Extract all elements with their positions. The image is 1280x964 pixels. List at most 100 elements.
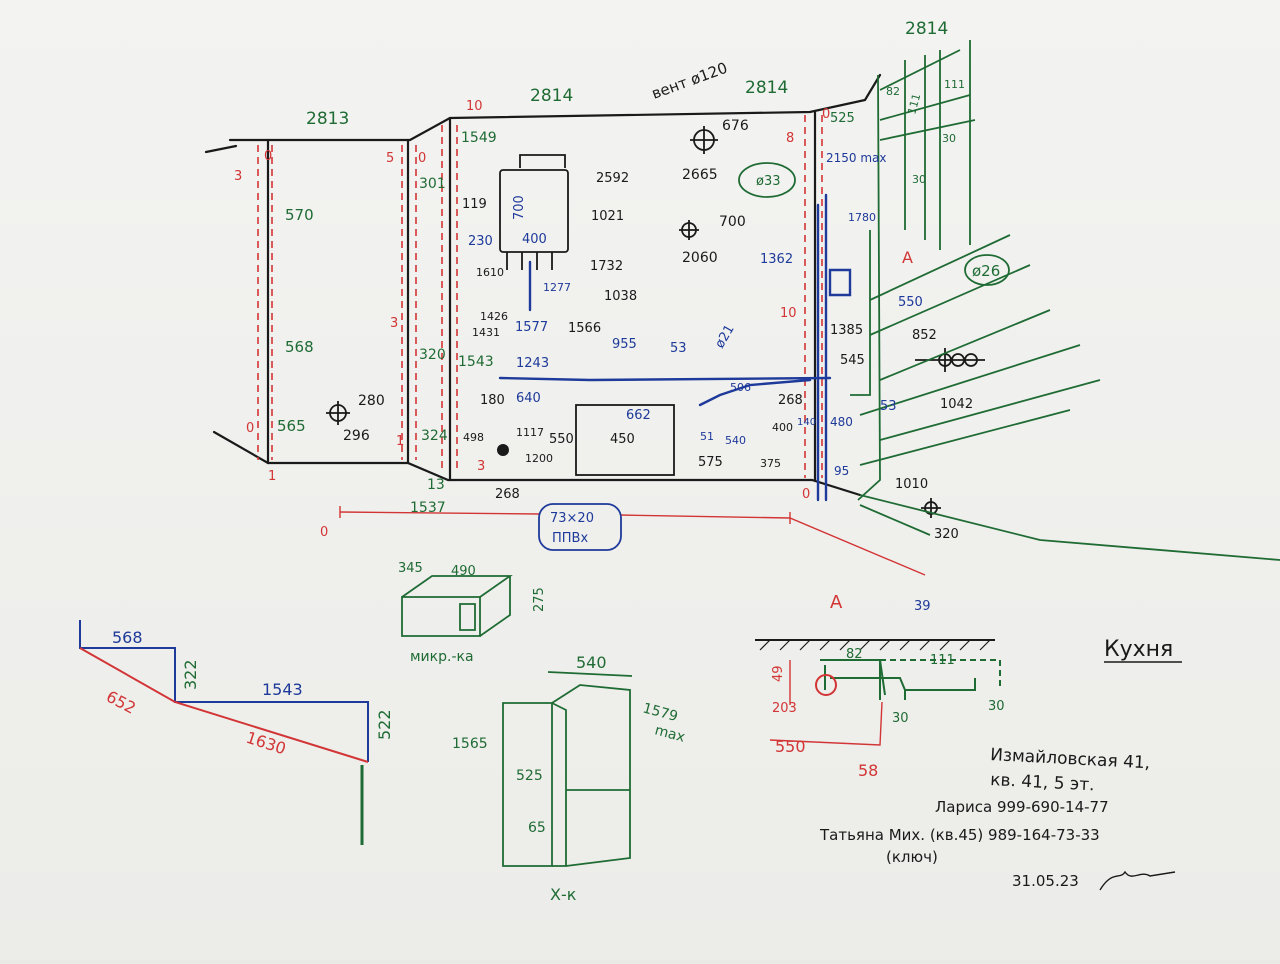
address-line-1: Измайловская 41,	[990, 745, 1151, 773]
svg-text:540: 540	[576, 653, 607, 672]
svg-text:3: 3	[234, 169, 242, 184]
svg-text:1038: 1038	[604, 289, 637, 304]
svg-text:180: 180	[480, 393, 505, 408]
svg-text:550: 550	[775, 737, 806, 756]
height-right: 2814	[745, 78, 788, 98]
svg-text:max: max	[653, 722, 687, 745]
svg-text:53: 53	[880, 399, 897, 414]
svg-text:39: 39	[914, 599, 931, 614]
svg-text:Х-к: Х-к	[550, 885, 577, 904]
svg-text:73×20: 73×20	[550, 511, 594, 526]
svg-text:540: 540	[725, 434, 746, 447]
svg-text:A: A	[902, 248, 913, 267]
svg-text:1732: 1732	[590, 259, 623, 274]
svg-text:322: 322	[181, 659, 200, 690]
svg-text:1549: 1549	[461, 130, 497, 146]
svg-text:575: 575	[698, 455, 723, 470]
svg-text:640: 640	[516, 391, 541, 406]
boiler-dims: 2592 1021 119 700 400 230 1732 1610 1277…	[462, 171, 637, 339]
svg-text:2150 max: 2150 max	[826, 151, 887, 165]
svg-text:95: 95	[834, 464, 849, 478]
svg-text:1362: 1362	[760, 252, 793, 267]
svg-text:13: 13	[427, 477, 445, 493]
svg-text:676: 676	[722, 118, 749, 134]
svg-text:3: 3	[390, 316, 398, 331]
svg-text:450: 450	[610, 432, 635, 447]
svg-text:570: 570	[285, 206, 314, 224]
address-line-2: кв. 41, 5 эт.	[990, 770, 1095, 795]
right-wall	[738, 40, 1280, 561]
svg-text:2592: 2592	[596, 171, 629, 186]
svg-text:275: 275	[532, 587, 547, 612]
svg-text:550: 550	[898, 295, 923, 310]
svg-text:0: 0	[418, 151, 426, 166]
svg-text:280: 280	[358, 393, 385, 409]
svg-text:1565: 1565	[452, 736, 488, 752]
svg-text:111: 111	[905, 92, 923, 116]
svg-text:0: 0	[822, 107, 830, 122]
svg-text:140: 140	[797, 417, 816, 428]
svg-text:1042: 1042	[940, 397, 973, 412]
panel-edges	[257, 115, 823, 478]
vent-label: вент ø120	[649, 59, 730, 103]
right-area-dims: ø33 2150 max 1780 1362 550 1385 545 A 85…	[756, 78, 1000, 542]
cabinet-outline	[575, 404, 675, 476]
svg-text:324: 324	[421, 428, 448, 444]
svg-text:0: 0	[264, 149, 272, 164]
height-far-right: 2814	[905, 19, 948, 39]
svg-text:30: 30	[912, 173, 926, 186]
svg-text:568: 568	[285, 338, 314, 356]
svg-text:30: 30	[892, 711, 909, 726]
svg-text:1537: 1537	[410, 500, 446, 516]
vent-dims: 676 2665 700 2060	[682, 118, 749, 266]
microwave-sketch	[401, 575, 513, 637]
svg-text:1: 1	[268, 469, 276, 484]
svg-text:1630: 1630	[244, 728, 289, 759]
svg-text:микр.-ка: микр.-ка	[410, 649, 474, 665]
svg-text:1021: 1021	[591, 209, 624, 224]
svg-text:82: 82	[886, 85, 900, 98]
svg-text:ППВх: ППВх	[552, 531, 588, 546]
svg-text:1610: 1610	[476, 266, 504, 279]
svg-text:490: 490	[451, 564, 476, 579]
height-center: 2814	[530, 86, 573, 106]
svg-text:203: 203	[772, 701, 797, 716]
svg-text:568: 568	[112, 628, 143, 647]
svg-text:1: 1	[396, 434, 404, 449]
svg-text:955: 955	[612, 337, 637, 352]
svg-text:1566: 1566	[568, 321, 601, 336]
svg-text:30: 30	[988, 699, 1005, 714]
svg-text:1543: 1543	[262, 680, 303, 699]
svg-text:111: 111	[944, 78, 965, 91]
svg-text:119: 119	[462, 197, 487, 212]
svg-text:1243: 1243	[516, 356, 549, 371]
svg-text:545: 545	[840, 353, 865, 368]
contact-1: Лариса 999-690-14-77	[935, 798, 1109, 816]
svg-text:652: 652	[103, 687, 139, 718]
svg-text:53: 53	[670, 341, 687, 356]
microwave-labels: 345 490 275 микр.-ка	[398, 561, 547, 665]
svg-text:301: 301	[419, 176, 446, 192]
plan-outline	[79, 620, 369, 845]
contact-2-note: (ключ)	[886, 848, 938, 866]
red-marks: 3 0 1 5 0 3 0 1 3 10 8 0 10 0 0	[234, 99, 830, 540]
svg-text:ø21: ø21	[712, 322, 737, 351]
date: 31.05.23	[1012, 872, 1079, 890]
height-left: 2813	[306, 109, 349, 129]
wall-outline	[204, 73, 882, 497]
svg-text:0: 0	[802, 487, 810, 502]
panel-dims: 301 1549 320 1543 324 1537 13 280 296	[343, 130, 497, 516]
svg-text:65: 65	[528, 820, 546, 836]
svg-text:1277: 1277	[543, 281, 571, 294]
svg-text:10: 10	[780, 306, 797, 321]
svg-text:ø33: ø33	[756, 174, 781, 189]
svg-text:375: 375	[760, 457, 781, 470]
svg-text:320: 320	[934, 527, 959, 542]
svg-text:498: 498	[463, 431, 484, 444]
svg-text:320: 320	[419, 347, 446, 363]
section-a-labels: A 39 82 111 49 203 30 30 550 58	[771, 592, 1005, 780]
boiler-outline	[499, 154, 569, 270]
blue-pipes	[498, 193, 852, 502]
svg-text:A: A	[830, 592, 843, 613]
